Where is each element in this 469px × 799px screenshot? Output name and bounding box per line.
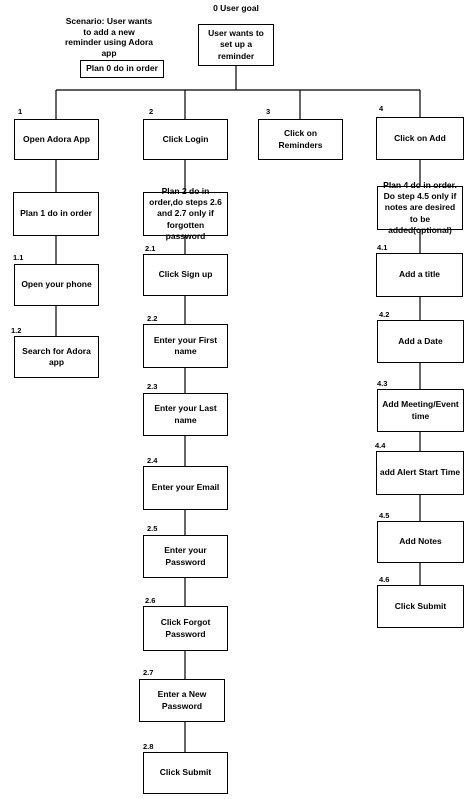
subtask-1-1-number: 1.1 bbox=[13, 253, 24, 262]
subtask-1-2-box: Search for Adora app bbox=[14, 336, 99, 378]
task-2-number: 2 bbox=[149, 107, 154, 116]
subtask-2-1-number: 2.1 bbox=[145, 244, 156, 253]
task-3-number: 3 bbox=[266, 107, 271, 116]
task-4-box: Click on Add bbox=[376, 117, 464, 160]
subtask-2-5-box: Enter your Password bbox=[143, 535, 228, 578]
task-1-number: 1 bbox=[18, 107, 23, 116]
subtask-2-7-box: Enter a New Password bbox=[139, 679, 225, 722]
goal-number: 0 User goal bbox=[213, 3, 259, 13]
subtask-4-5-box: Add Notes bbox=[377, 521, 464, 563]
subtask-4-5-number: 4.5 bbox=[379, 511, 390, 520]
subtask-4-4-number: 4.4 bbox=[375, 441, 386, 450]
subtask-4-1-box: Add a title bbox=[376, 253, 463, 297]
subtask-4-6-number: 4.6 bbox=[379, 575, 390, 584]
subtask-2-2-number: 2.2 bbox=[147, 314, 158, 323]
subtask-2-6-number: 2.6 bbox=[145, 596, 156, 605]
subtask-1-2-number: 1.2 bbox=[11, 326, 22, 335]
plan-1-box: Plan 1 do in order bbox=[13, 192, 99, 236]
subtask-2-4-number: 2.4 bbox=[147, 456, 158, 465]
task-2-box: Click Login bbox=[143, 119, 228, 160]
subtask-4-3-number: 4.3 bbox=[377, 379, 388, 388]
subtask-4-6-box: Click Submit bbox=[377, 585, 464, 628]
subtask-2-5-number: 2.5 bbox=[147, 524, 158, 533]
subtask-4-3-box: Add Meeting/Event time bbox=[377, 389, 464, 432]
plan-4-box: Plan 4 do in order. Do step 4.5 only if … bbox=[377, 180, 463, 235]
subtask-2-1-box: Click Sign up bbox=[143, 254, 228, 296]
subtask-2-7-number: 2.7 bbox=[143, 668, 154, 677]
plan-0-box: Plan 0 do in order bbox=[80, 60, 164, 78]
task-1-box: Open Adora App bbox=[14, 119, 99, 160]
task-3-box: Click on Reminders bbox=[258, 119, 343, 160]
subtask-2-8-number: 2.8 bbox=[143, 742, 154, 751]
subtask-2-3-number: 2.3 bbox=[147, 382, 158, 391]
plan-2-box: Plan 2 do in order,do steps 2.6 and 2.7 … bbox=[143, 186, 228, 241]
task-4-number: 4 bbox=[379, 104, 384, 113]
goal-box: User wants to set up a reminder bbox=[198, 24, 274, 66]
subtask-1-1-box: Open your phone bbox=[14, 264, 99, 306]
subtask-4-2-number: 4.2 bbox=[379, 310, 390, 319]
subtask-4-4-box: add Alert Start Time bbox=[376, 451, 464, 495]
scenario-text: Scenario: User wants to add a new remind… bbox=[64, 16, 153, 58]
subtask-2-2-box: Enter your First name bbox=[143, 324, 228, 368]
subtask-4-2-box: Add a Date bbox=[377, 320, 464, 363]
subtask-2-6-box: Click Forgot Password bbox=[143, 606, 228, 651]
subtask-2-4-box: Enter your Email bbox=[143, 466, 228, 510]
subtask-2-3-box: Enter your Last name bbox=[143, 393, 228, 436]
subtask-2-8-box: Click Submit bbox=[143, 752, 228, 794]
subtask-4-1-number: 4.1 bbox=[377, 243, 388, 252]
